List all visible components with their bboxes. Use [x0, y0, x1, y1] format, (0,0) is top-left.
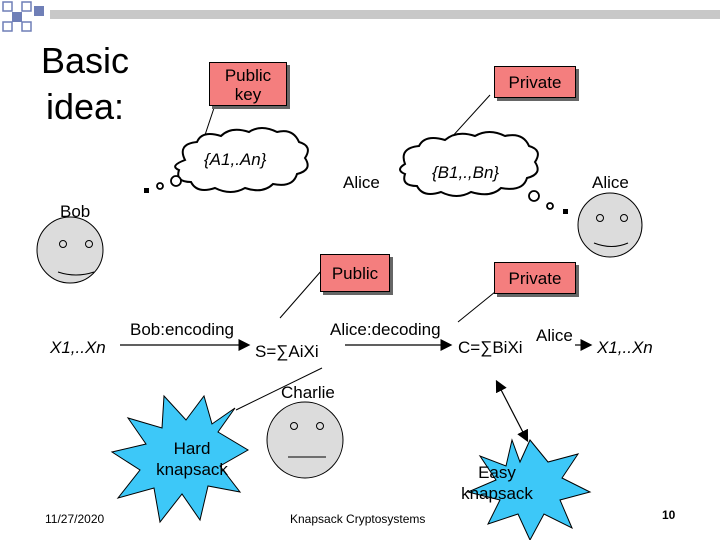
easy-knapsack-burst: [466, 438, 592, 540]
public-box-mid: Public: [320, 254, 390, 292]
alice-face: [577, 192, 643, 258]
ciphertext-c: C=∑BiXi: [458, 338, 523, 357]
charlie-label: Charlie: [281, 383, 335, 402]
hard-knapsack-label: Hard knapsack: [156, 439, 228, 479]
easy-knapsack-label: Easy knapsack: [461, 463, 533, 503]
private-key-box-top: Private: [494, 66, 576, 98]
title-line-1: Basic: [40, 40, 130, 81]
alice-decoding-label: Alice:decoding: [330, 320, 441, 339]
bob-encoding-label: Bob:encoding: [130, 320, 234, 339]
page-number: 10: [662, 508, 676, 522]
alice-label-left: Alice: [343, 173, 380, 192]
bob-face: [36, 216, 104, 284]
decorative-squares: [2, 1, 720, 32]
thought-cloud-public: [144, 127, 309, 193]
charlie-face: [266, 401, 344, 479]
hard-knapsack-burst: [110, 394, 249, 524]
easy-knapsack-arrow: [495, 379, 529, 443]
thought-cloud-private: [399, 131, 568, 214]
ciphertext-s: S=∑AiXi: [255, 342, 319, 361]
footer-title: Knapsack Cryptosystems: [290, 512, 426, 526]
footer-date: 11/27/2020: [45, 512, 105, 526]
private-mid-callout-line: [457, 291, 496, 323]
private-box-mid: Private: [494, 262, 576, 294]
public-mid-callout-line: [279, 269, 323, 319]
public-key-box: Public key: [209, 62, 287, 106]
hard-knapsack-callout-line: [235, 367, 323, 411]
alice-label-bottom: Alice: [536, 326, 573, 345]
private-key-set: {B1,.,Bn}: [432, 163, 500, 182]
bob-label: Bob: [60, 202, 91, 221]
title-line-2: idea:: [45, 86, 125, 127]
public-key-set: {A1,.An}: [204, 150, 267, 169]
alice-label-right: Alice: [592, 173, 629, 192]
slide-title: Basic idea:: [30, 38, 140, 130]
plaintext-left: X1,..Xn: [50, 338, 106, 357]
plaintext-right: X1,..Xn: [597, 338, 653, 357]
